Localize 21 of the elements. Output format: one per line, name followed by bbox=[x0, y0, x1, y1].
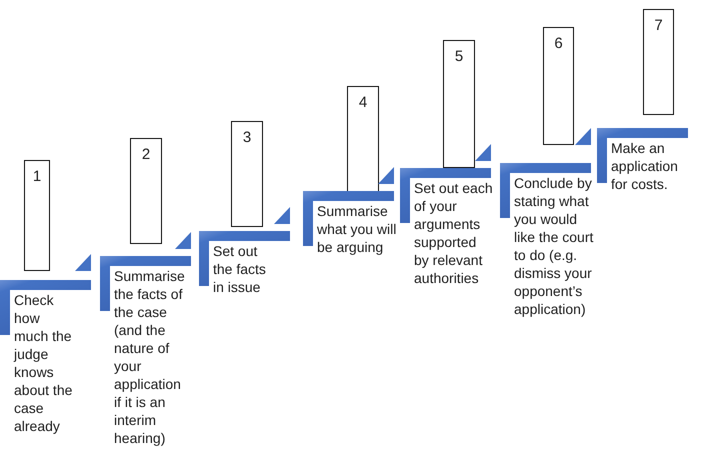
step-text: Conclude by stating what you would like the court to do (e.g. dismiss your opponent’s application) bbox=[514, 174, 594, 318]
number-box bbox=[231, 121, 263, 227]
step-text: Make an application for costs. bbox=[611, 139, 679, 193]
step-text: Set out each of your arguments supported by relevant authorities bbox=[414, 179, 494, 287]
number-box bbox=[130, 138, 162, 244]
number-box bbox=[443, 40, 475, 168]
step-number: 7 bbox=[654, 17, 663, 34]
step-text: Summarise the facts of the case (and the nature of your application if it is an interim hearing) bbox=[114, 267, 186, 447]
step-number: 4 bbox=[358, 94, 368, 111]
step-number: 2 bbox=[142, 146, 150, 163]
number-box bbox=[24, 160, 50, 271]
number-box bbox=[347, 86, 379, 192]
step-text: Check how much the judge knows about the case already bbox=[14, 291, 74, 435]
step-number: 3 bbox=[242, 129, 252, 146]
number-box bbox=[543, 27, 574, 145]
step-text: Set out the facts in issue bbox=[213, 242, 267, 296]
step-number: 6 bbox=[554, 35, 563, 52]
step-text: Summarise what you will be arguing bbox=[317, 202, 398, 256]
step-number: 5 bbox=[454, 48, 464, 65]
step-number: 1 bbox=[32, 168, 42, 185]
number-box bbox=[643, 9, 674, 115]
